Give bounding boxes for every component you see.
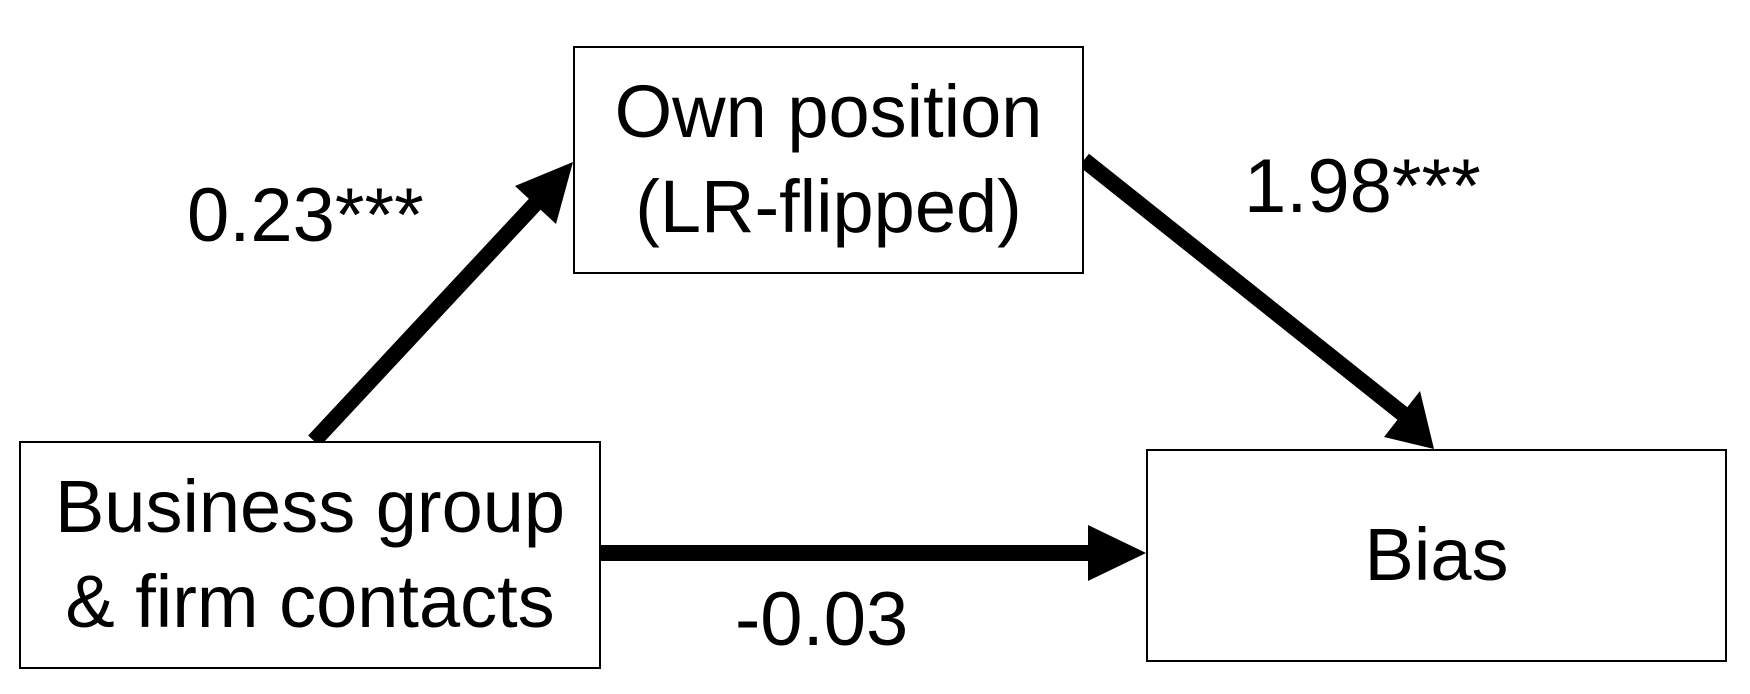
node-own-position-line2: (LR-flipped) (635, 165, 1022, 248)
node-own-position: Own position (LR-flipped) (573, 46, 1084, 274)
coefficient-contacts-to-bias: -0.03 (735, 577, 909, 662)
arrowhead-contacts-to-bias (1088, 525, 1146, 581)
node-own-position-line1: Own position (614, 70, 1043, 154)
node-bias: Bias (1146, 449, 1727, 662)
node-business-contacts-line2: & firm contacts (65, 560, 555, 643)
node-bias-label: Bias (1364, 513, 1509, 597)
arrowhead-contacts-to-position (515, 162, 573, 224)
coefficient-contacts-to-position: 0.23*** (187, 173, 424, 258)
arrow-contacts-to-position (308, 198, 541, 447)
coefficient-position-to-bias: 1.98*** (1244, 144, 1481, 229)
arrow-position-to-bias (1079, 153, 1413, 425)
node-business-contacts: Business group & firm contacts (19, 441, 601, 669)
node-business-contacts-line1: Business group (54, 465, 566, 549)
arrowhead-position-to-bias (1384, 391, 1434, 449)
